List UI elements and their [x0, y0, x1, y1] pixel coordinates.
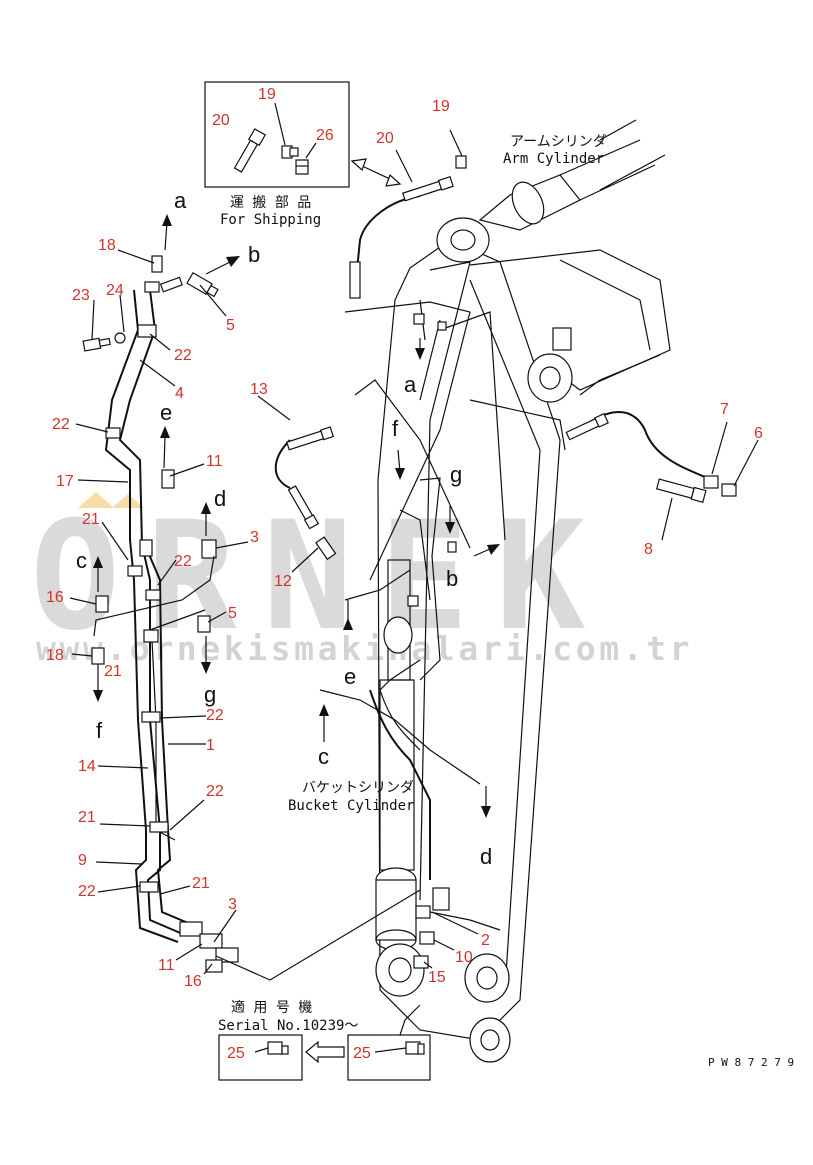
callout-22-e: 22 — [206, 783, 224, 800]
callout-16: 16 — [46, 589, 64, 606]
route-letter-b: b — [248, 242, 260, 267]
watermark-url: www.ornekismakinalari.com.tr — [36, 629, 693, 668]
watermark-logo-mark — [78, 492, 114, 508]
callout-9: 9 — [78, 852, 87, 869]
callout-22-f: 22 — [78, 883, 96, 900]
callout-21-c: 21 — [78, 809, 96, 826]
callout-18-b: 18 — [46, 647, 64, 664]
route-letter-b-arm: b — [446, 566, 458, 591]
bolt-20-shipping — [233, 128, 267, 173]
route-letters: a b e d c g f a f g b e c d — [76, 188, 492, 869]
callout-14: 14 — [78, 758, 96, 775]
elbow-19 — [455, 155, 467, 169]
callout-24: 24 — [106, 282, 124, 299]
route-letter-e-arm: e — [344, 664, 356, 689]
callout-15: 15 — [428, 969, 446, 986]
arm-cylinder-label-jp: アームシリンダ — [510, 134, 607, 150]
route-letter-e: e — [160, 400, 172, 425]
hoses — [69, 129, 759, 981]
route-letter-c-arm: c — [318, 744, 329, 769]
callout-1: 1 — [206, 737, 215, 754]
route-letter-g: g — [204, 682, 216, 707]
arrow-left-icon — [305, 1040, 345, 1064]
serial-label-jp: 適 用 号 機 — [231, 999, 312, 1016]
arm-structure — [375, 139, 671, 1063]
bucket-cylinder-label-jp: バケットシリンダ — [302, 780, 414, 796]
callout-20: 20 — [212, 112, 230, 129]
route-letter-d: d — [214, 486, 226, 511]
shipping-label-en: For Shipping — [220, 212, 321, 228]
callout-7: 7 — [720, 401, 729, 418]
callout-19: 19 — [258, 86, 276, 103]
callout-22-c: 22 — [174, 553, 192, 570]
callout-23: 23 — [72, 287, 90, 304]
callout-25: 25 — [227, 1045, 245, 1062]
callout-17: 17 — [56, 473, 74, 490]
fitting-20 — [402, 176, 454, 202]
callout-20-arm: 20 — [376, 130, 394, 147]
callout-10: 10 — [455, 949, 473, 966]
callout-5-b: 5 — [228, 605, 237, 622]
callout-3: 3 — [250, 529, 259, 546]
route-letter-c: c — [76, 548, 87, 573]
route-letter-a: a — [174, 188, 187, 213]
callout-21: 21 — [82, 511, 100, 528]
callout-21-d: 21 — [192, 875, 210, 892]
callout-4: 4 — [175, 385, 184, 402]
elbow-19-shipping — [281, 145, 299, 159]
callout-5: 5 — [226, 317, 235, 334]
callout-13: 13 — [250, 381, 268, 398]
callout-25-b: 25 — [353, 1045, 371, 1062]
serial-label-en: Serial No.10239～ — [218, 1018, 358, 1034]
callout-19-arm: 19 — [432, 98, 450, 115]
callout-3-b: 3 — [228, 896, 237, 913]
route-letter-f-arm: f — [392, 416, 399, 441]
callout-22: 22 — [174, 347, 192, 364]
serial-change-boxes — [218, 1004, 431, 1081]
route-letter-d-arm: d — [480, 844, 492, 869]
route-letter-f: f — [96, 718, 103, 743]
callout-16-b: 16 — [184, 973, 202, 990]
route-letter-a-arm: a — [404, 372, 417, 397]
route-letter-g-arm: g — [450, 462, 462, 487]
arm-cylinder-label-en: Arm Cylinder — [503, 151, 604, 167]
watermark-logo-mark-2 — [112, 494, 144, 508]
callout-11: 11 — [206, 453, 223, 470]
cap-26-shipping — [295, 159, 309, 175]
callout-22-d: 22 — [206, 707, 224, 724]
callout-26: 26 — [316, 127, 334, 144]
callout-18: 18 — [98, 237, 116, 254]
bucket-cylinder-label-en: Bucket Cylinder — [288, 798, 414, 814]
callout-numbers: 19 20 18 23 24 22 5 4 22 11 17 21 3 22 1… — [46, 98, 763, 1062]
callout-22-b: 22 — [52, 416, 70, 433]
direction-arrows — [93, 214, 500, 818]
callout-8: 8 — [644, 541, 653, 558]
drawing-number: P W 8 7 2 7 9 — [708, 1056, 794, 1069]
callout-21-b: 21 — [104, 663, 122, 680]
shipping-parts-box: 19 20 26 — [204, 81, 350, 188]
callout-6: 6 — [754, 425, 763, 442]
callout-11-b: 11 — [158, 957, 175, 974]
shipping-label-jp: 運 搬 部 品 — [230, 195, 311, 211]
double-arrow-icon — [350, 158, 402, 187]
callout-12: 12 — [274, 573, 292, 590]
callout-2: 2 — [481, 932, 490, 949]
